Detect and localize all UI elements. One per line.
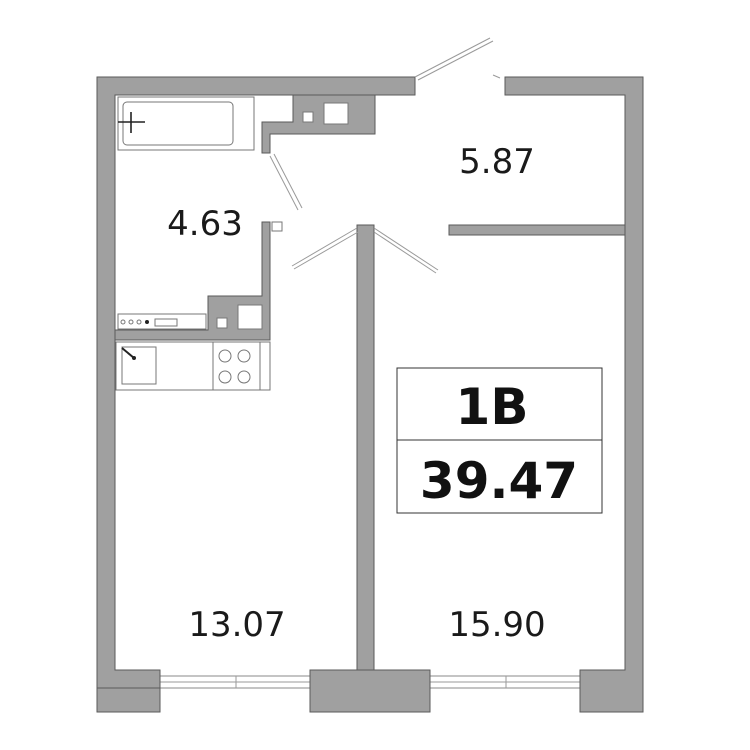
stove: [212, 341, 271, 391]
kitchen-sink: [115, 341, 214, 391]
windows: [159, 675, 581, 689]
info-box: 1В 39.47: [396, 367, 603, 514]
apartment-type: 1В: [456, 378, 529, 436]
kitchen-area: 13.07: [188, 605, 285, 645]
hallway-area: 5.87: [459, 142, 535, 182]
bottom-wall-middle: [309, 669, 431, 713]
partition-wall: [356, 224, 375, 671]
outer-wall-right: [504, 76, 644, 713]
bedroom-area: 15.90: [448, 605, 545, 645]
hallway-partition: [448, 224, 626, 236]
walls: [96, 76, 644, 713]
bathtub: [117, 96, 255, 151]
bathroom-wall-lower: [114, 221, 271, 341]
bathroom-counter: [117, 313, 207, 330]
total-area: 39.47: [420, 452, 578, 510]
bathroom-wall-upper: [261, 94, 376, 154]
bathroom-area: 4.63: [167, 204, 243, 244]
doors: [269, 37, 501, 274]
shafts: [216, 102, 349, 330]
bottom-wall-left: [96, 687, 161, 713]
